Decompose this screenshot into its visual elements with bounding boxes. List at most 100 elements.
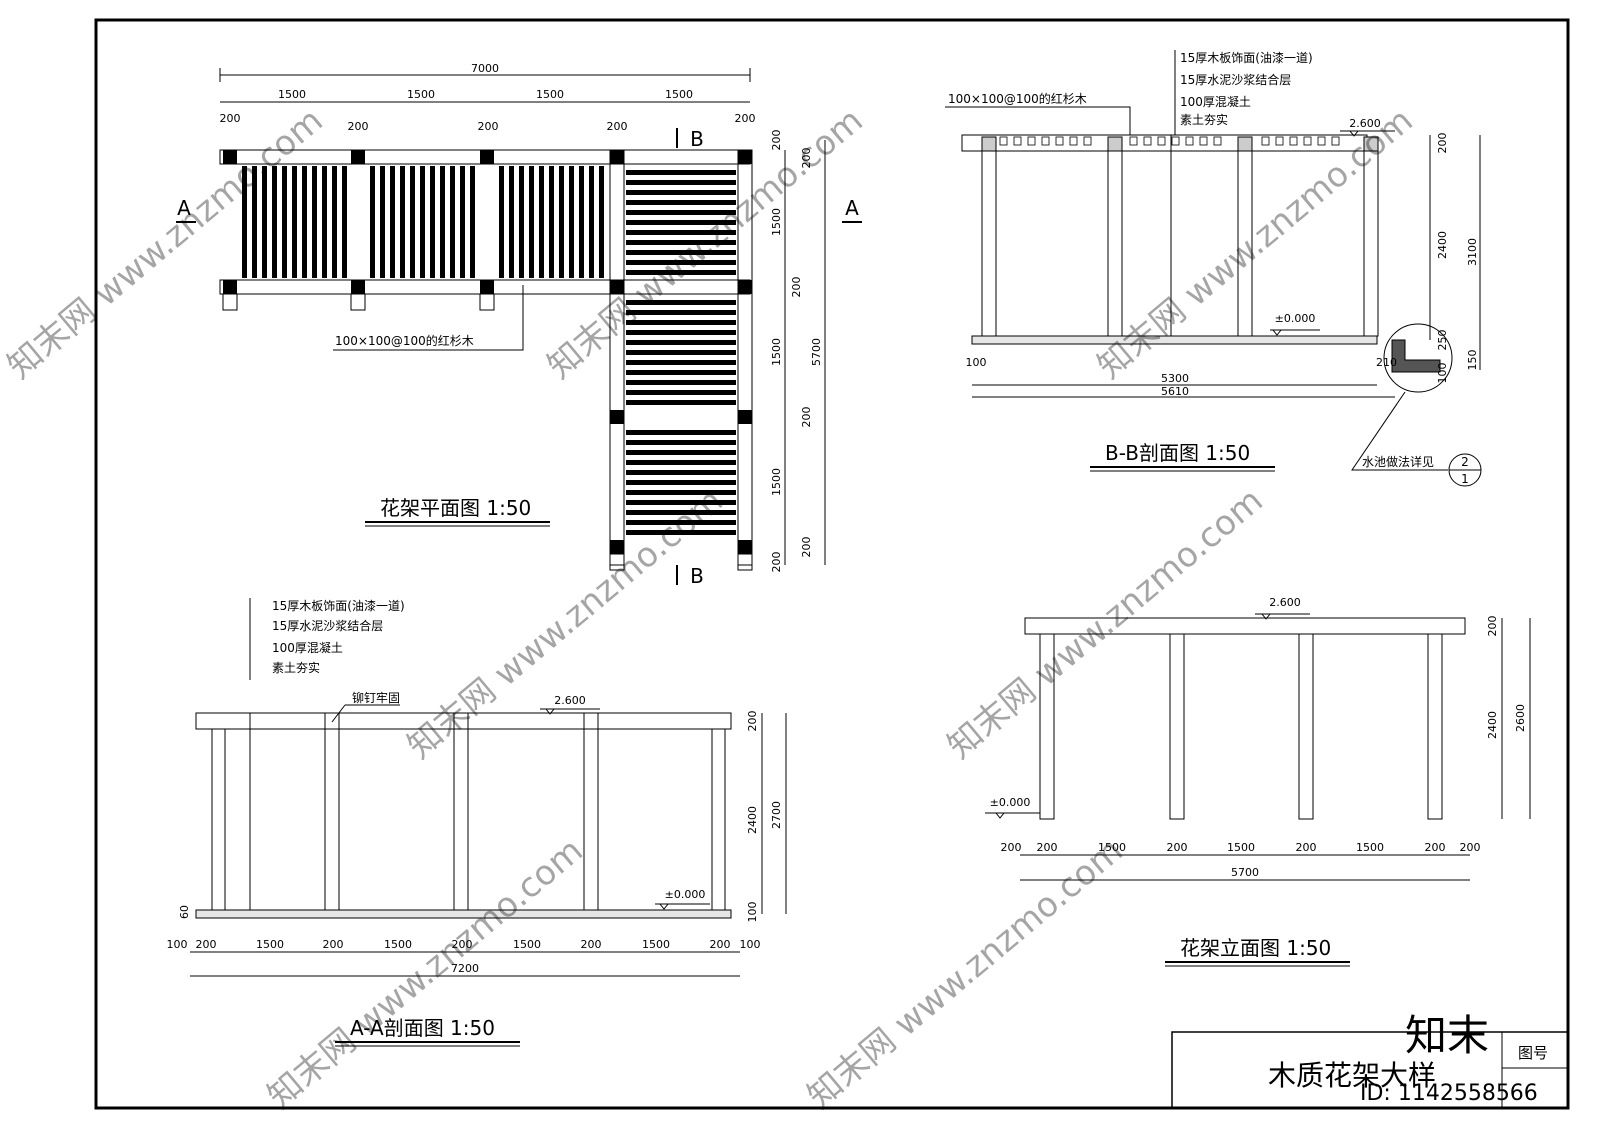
aa-bottom-dim-3: 1500 [256,938,284,951]
elev-bottom-dim-7: 1500 [1356,841,1384,854]
title-block: 木质花架大样 图号 [1171,1031,1569,1109]
elev-bottom-dim-9: 200 [1460,841,1481,854]
watermark-text: 知末网 www.znzmo.com [260,830,591,1116]
bb-right-dim-2: 2400 [1436,231,1449,259]
plan-right-dim-2: 200 [800,148,813,169]
bb-right-dim-5: 150 [1466,350,1479,371]
plan-right-dim-5: 1500 [770,338,783,366]
bb-right-dim-3: 3100 [1466,238,1479,266]
plan-right-dim-3: 1500 [770,208,783,236]
title-block-drawing-no-label: 图号 [1518,1044,1548,1062]
bb-detail-ref-bottom: 1 [1461,472,1469,486]
bb-right-dim-4: 250 [1436,330,1449,351]
plan-right-dim-7: 1500 [770,468,783,496]
sheet-border [94,18,1570,1110]
bb-section: 15厚木板饰面(油漆一道) 15厚水泥沙浆结合层 100厚混凝土 素土夯实 10… [945,50,1482,487]
plan-post-dim-3: 200 [478,120,499,133]
aa-bottom-dim-5: 1500 [384,938,412,951]
bb-bottom-dim-2: 5300 [1161,372,1189,385]
aa-right-dim-4: 100 [746,902,759,923]
elev-bottom-dim-3: 1500 [1098,841,1126,854]
elev-bottom-dim-8: 200 [1425,841,1446,854]
aa-right-dim-2: 2400 [746,806,759,834]
plan-post-dim-2: 200 [348,120,369,133]
aa-bottom-dim-8: 200 [581,938,602,951]
watermark-text: 知末网 www.znzmo.com [400,480,731,766]
plan-section-a-left: A [177,196,191,220]
aa-right-dim-3: 2700 [770,801,783,829]
bb-layer-1: 15厚木板饰面(油漆一道) [1180,51,1313,65]
aa-bottom-dim-4: 200 [323,938,344,951]
elev-right-dim-1: 200 [1486,616,1499,637]
plan-view: 7000 1500 1500 1500 1500 200 200 200 200… [176,62,862,588]
elev-top-elev: 2.600 [1269,596,1301,609]
plan-bay-dim-4: 1500 [665,88,693,101]
bb-timber-note: 100×100@100的红杉木 [948,91,1087,106]
watermark-text: 知末网 www.znzmo.com [940,480,1271,766]
aa-bottom-dim-6: 200 [452,938,473,951]
plan-section-b-top: B [690,127,704,151]
elev-bottom-dim-2: 200 [1037,841,1058,854]
aa-layer-4: 素土夯实 [272,660,320,675]
plan-post-dim-1: 200 [220,112,241,125]
aa-ground-elev: ±0.000 [665,888,706,901]
plan-right-dim-8: 200 [800,537,813,558]
elev-bottom-dim-6: 200 [1296,841,1317,854]
bb-detail-ref-top: 2 [1461,455,1469,469]
plan-bay-dim-2: 1500 [407,88,435,101]
plan-post-dim-5: 200 [735,112,756,125]
elev-bottom-dim-1: 200 [1001,841,1022,854]
bb-bottom-dim-1: 100 [966,356,987,369]
elev-bottom-dim-5: 1500 [1227,841,1255,854]
plan-section-a-right: A [845,196,859,220]
watermark-id: ID: 1142558566 [1360,1081,1538,1106]
plan-total-height: 5700 [810,338,823,366]
elev-total: 5700 [1231,866,1259,879]
plan-title: 花架平面图 1:50 [380,496,531,520]
bb-title: B-B剖面图 1:50 [1105,441,1250,465]
bb-right-dim-1: 200 [1436,133,1449,154]
elevation-view: 2.600 ±0.000 200 2400 2600 200 200 1500 … [985,596,1531,967]
aa-bottom-dim-1: 100 [167,938,188,951]
aa-title: A-A剖面图 1:50 [350,1016,495,1040]
bb-ground-elev: ±0.000 [1275,312,1316,325]
elev-right-dim-3: 2600 [1514,704,1527,732]
watermark-logo: 知末 [1405,1011,1489,1060]
plan-right-dim-1: 200 [770,130,783,151]
watermark-text: 知末网 www.znzmo.com [800,830,1131,1116]
plan-right-dim-9: 200 [770,552,783,573]
aa-bottom-dim-2: 200 [196,938,217,951]
bb-right-dim-6: 100 [1436,363,1449,384]
watermark: 知末网 www.znzmo.com 知末网 www.znzmo.com 知末网 … [0,100,1538,1116]
plan-post-dim-4: 200 [607,120,628,133]
aa-left-dim: 60 [178,905,191,919]
bb-layer-4: 素土夯实 [1180,112,1228,127]
bb-layer-3: 100厚混凝土 [1180,94,1251,109]
aa-top-elev: 2.600 [554,694,586,707]
elev-title: 花架立面图 1:50 [1180,936,1331,960]
bb-pool-note: 水池做法详见 [1362,454,1434,469]
aa-bottom-dim-10: 200 [710,938,731,951]
aa-bottom-dim-9: 1500 [642,938,670,951]
bb-bottom-dim-3: 5610 [1161,385,1189,398]
aa-bottom-dim-7: 1500 [513,938,541,951]
plan-total-width: 7000 [471,62,499,75]
aa-total: 7200 [451,962,479,975]
plan-right-dim-6: 200 [800,407,813,428]
aa-layer-1: 15厚木板饰面(油漆一道) [272,599,405,613]
aa-bottom-dim-11: 100 [740,938,761,951]
bb-layer-2: 15厚水泥沙浆结合层 [1180,72,1291,87]
plan-section-b-bottom: B [690,564,704,588]
aa-right-dim-1: 200 [746,711,759,732]
aa-rivet-note: 铆钉牢固 [352,690,400,705]
elev-ground-elev: ±0.000 [990,796,1031,809]
aa-section: 15厚木板饰面(油漆一道) 15厚水泥沙浆结合层 100厚混凝土 素土夯实 铆钉… [167,598,787,1047]
plan-timber-note: 100×100@100的红杉木 [335,333,474,348]
plan-right-dim-4: 200 [790,277,803,298]
title-block-name: 木质花架大样 [1268,1059,1436,1092]
bb-top-elev: 2.600 [1349,117,1381,130]
elev-right-dim-2: 2400 [1486,711,1499,739]
elev-bottom-dim-4: 200 [1167,841,1188,854]
aa-layer-2: 15厚水泥沙浆结合层 [272,618,383,633]
